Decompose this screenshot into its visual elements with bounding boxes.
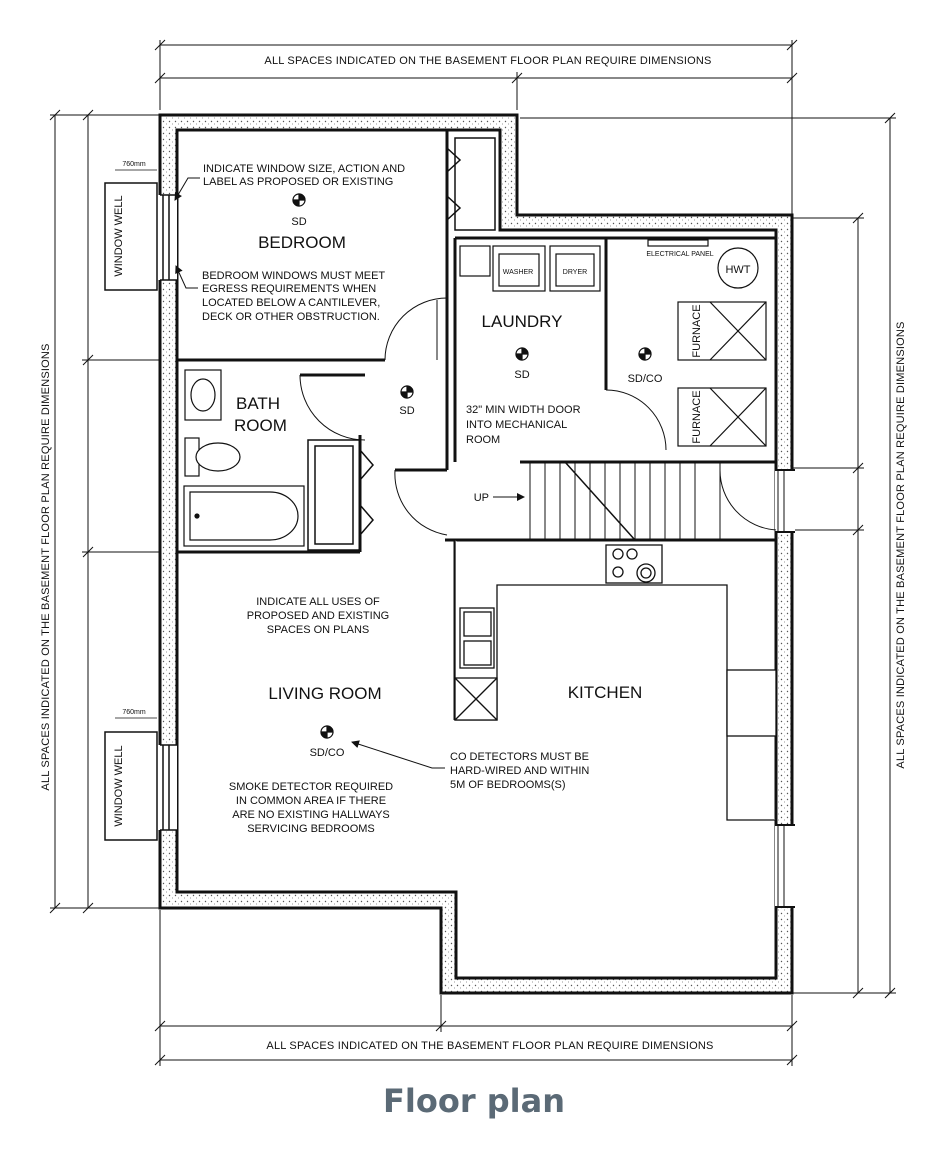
note-line: SMOKE DETECTOR REQUIRED [229, 781, 393, 793]
detector-label-bedroom: SD [291, 216, 306, 228]
note-line: INTO MECHANICAL [466, 419, 567, 431]
note-leader-egress [175, 265, 198, 289]
dimension-left-label: ALL SPACES INDICATED ON THE BASEMENT FLO… [40, 343, 52, 790]
detector-label-mechanical: SD/CO [628, 373, 663, 385]
bath-fixtures [183, 369, 305, 547]
detector-label-hall: SD [399, 405, 414, 417]
kitchen-counters [454, 540, 777, 821]
bath-closet [307, 439, 374, 551]
note-line: 5M OF BEDROOMS(S) [450, 779, 566, 791]
dryer-label: DRYER [563, 269, 587, 276]
note-line: CO DETECTORS MUST BE [450, 751, 589, 763]
note-leader-window [174, 177, 200, 201]
note-line: BEDROOM WINDOWS MUST MEET [202, 270, 385, 282]
room-label-bath-1: BATH [236, 394, 280, 413]
window-well-top [104, 169, 177, 291]
smoke-detectors [292, 193, 652, 739]
note-line: HARD-WIRED AND WITHIN [450, 765, 589, 777]
foundation-wall [158, 113, 794, 995]
note-line: INDICATE ALL USES OF [256, 596, 380, 608]
detector-label-living: SD/CO [310, 747, 345, 759]
furnace-label-2: FURNACE [691, 390, 703, 443]
room-label-living: LIVING ROOM [268, 684, 381, 703]
window-size-label-2: 760mm [122, 709, 146, 716]
note-line: ROOM [466, 434, 500, 446]
dimension-right-label: ALL SPACES INDICATED ON THE BASEMENT FLO… [895, 321, 907, 768]
note-uses: INDICATE ALL USES OF PROPOSED AND EXISTI… [247, 596, 389, 636]
note-leader-co [351, 740, 445, 769]
window-well-label-2: WINDOW WELL [113, 745, 125, 826]
note-line: SPACES ON PLANS [267, 624, 370, 636]
note-line: DECK OR OTHER OBSTRUCTION. [202, 311, 380, 323]
detector-label-laundry: SD [514, 369, 529, 381]
window-well-label-1: WINDOW WELL [113, 195, 125, 276]
dimension-top-label: ALL SPACES INDICATED ON THE BASEMENT FLO… [264, 55, 711, 67]
note-co: CO DETECTORS MUST BE HARD-WIRED AND WITH… [450, 751, 589, 791]
floor-plan-drawing: ALL SPACES INDICATED ON THE BASEMENT FLO… [40, 39, 907, 1066]
note-line: EGRESS REQUIREMENTS WHEN [202, 283, 376, 295]
note-egress: BEDROOM WINDOWS MUST MEET EGRESS REQUIRE… [202, 270, 385, 323]
window-right-lower [775, 824, 795, 908]
note-line: 32" MIN WIDTH DOOR [466, 404, 581, 416]
room-label-kitchen: KITCHEN [568, 683, 643, 702]
note-line: IN COMMON AREA IF THERE [236, 795, 386, 807]
note-line: LOCATED BELOW A CANTILEVER, [202, 297, 380, 309]
room-label-bath-2: ROOM [234, 416, 287, 435]
note-line: LABEL AS PROPOSED OR EXISTING [203, 176, 393, 188]
dimension-bottom [154, 910, 798, 1066]
electrical-panel-label: ELECTRICAL PANEL [646, 251, 713, 258]
note-line: PROPOSED AND EXISTING [247, 610, 389, 622]
note-window-label: INDICATE WINDOW SIZE, ACTION AND LABEL A… [203, 163, 405, 188]
stair-up-label: UP [474, 492, 489, 504]
window-well-bottom [104, 717, 177, 841]
note-mech-door: 32" MIN WIDTH DOOR INTO MECHANICAL ROOM [466, 404, 581, 446]
room-label-bedroom: BEDROOM [258, 233, 346, 252]
furnace-label-1: FURNACE [691, 304, 703, 357]
dimension-bottom-label: ALL SPACES INDICATED ON THE BASEMENT FLO… [266, 1040, 713, 1052]
window-size-label-1: 760mm [122, 161, 146, 168]
washer-label: WASHER [503, 269, 533, 276]
window-right-upper [775, 469, 795, 533]
dimension-right [520, 112, 896, 999]
figure-caption: Floor plan [383, 1082, 565, 1120]
door-swings [299, 297, 777, 536]
bedroom-closet [446, 137, 496, 231]
dimension-top [154, 39, 798, 215]
mechanical-fixtures [647, 239, 767, 447]
dimension-left [49, 109, 160, 914]
note-line: ARE NO EXISTING HALLWAYS [232, 809, 390, 821]
laundry-fixtures [459, 245, 601, 292]
stairs [529, 461, 721, 541]
note-smoke: SMOKE DETECTOR REQUIRED IN COMMON AREA I… [229, 781, 393, 835]
note-line: INDICATE WINDOW SIZE, ACTION AND [203, 163, 405, 175]
room-label-laundry: LAUNDRY [482, 312, 563, 331]
hwt-label: HWT [725, 264, 750, 276]
note-line: SERVICING BEDROOMS [247, 823, 375, 835]
